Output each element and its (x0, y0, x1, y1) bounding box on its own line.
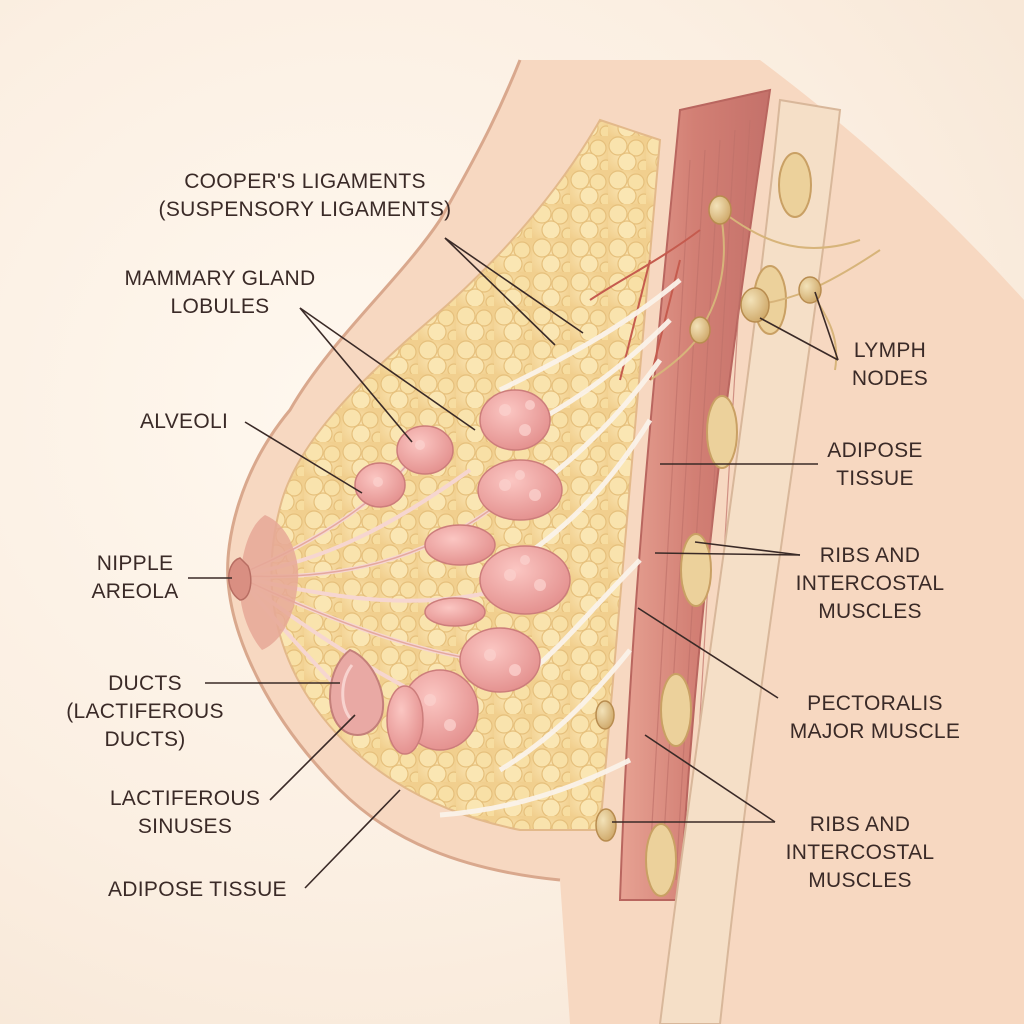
leader-lines (188, 237, 839, 889)
label-lymph-nodes: LYMPH NODES (835, 337, 945, 393)
label-alveoli: ALVEOLI (140, 408, 228, 436)
sinuses-line2: SINUSES (137, 815, 233, 838)
rib-column (658, 98, 842, 1024)
lymph-line2: NODES (851, 367, 929, 390)
mammary-line2: LOBULES (170, 295, 270, 318)
areola (239, 515, 299, 650)
ribs-upper-line1: RIBS AND (819, 544, 921, 567)
label-nipple-areola: NIPPLE AREOLA (80, 550, 190, 606)
pectoralis-line2: MAJOR MUSCLE (789, 720, 961, 743)
label-adipose-tissue-right: ADIPOSE TISSUE (810, 437, 940, 493)
ducts-line3: DUCTS) (104, 728, 186, 751)
nipple (228, 557, 252, 601)
mammary-lobules (354, 389, 571, 755)
label-adipose-tissue-bottom: ADIPOSE TISSUE (108, 876, 287, 904)
sinuses-line1: LACTIFEROUS (109, 787, 261, 810)
label-mammary-gland-lobules: MAMMARY GLAND LOBULES (95, 265, 345, 321)
adipose-bottom-line1: ADIPOSE TISSUE (108, 878, 287, 901)
ducts-line2: (LACTIFEROUS (66, 700, 224, 723)
ribs-upper-line3: MUSCLES (818, 600, 922, 623)
mammary-line1: MAMMARY GLAND (124, 267, 316, 290)
alveoli-texture (373, 400, 546, 731)
ribs-lower-line1: RIBS AND (809, 813, 911, 836)
ducts-line1: DUCTS (108, 672, 182, 695)
label-coopers-ligaments: COOPER'S LIGAMENTS (SUSPENSORY LIGAMENTS… (140, 168, 470, 224)
ribs-upper-line2: INTERCOSTAL (795, 572, 945, 595)
nipple-line1: NIPPLE (96, 552, 174, 575)
pectoralis-line1: PECTORALIS (807, 692, 943, 715)
lymph-nodes (595, 195, 822, 842)
rib-segments (645, 152, 812, 897)
label-ducts: DUCTS (LACTIFEROUS DUCTS) (65, 670, 225, 754)
adipose-right-line1: ADIPOSE (827, 439, 923, 462)
ribs-lower-line2: INTERCOSTAL (785, 841, 935, 864)
coopers-line2: (SUSPENSORY LIGAMENTS) (158, 198, 452, 221)
label-ribs-intercostal-lower: RIBS AND INTERCOSTAL MUSCLES (770, 811, 950, 895)
coopers-line1: COOPER'S LIGAMENTS (184, 170, 426, 193)
label-pectoralis-major: PECTORALIS MAJOR MUSCLE (775, 690, 975, 746)
lymph-line1: LYMPH (853, 339, 927, 362)
label-lactiferous-sinuses: LACTIFEROUS SINUSES (95, 785, 275, 841)
label-ribs-intercostal-upper: RIBS AND INTERCOSTAL MUSCLES (780, 542, 960, 626)
alveoli-line1: ALVEOLI (140, 410, 229, 433)
adipose-right-line2: TISSUE (836, 467, 914, 490)
ribs-lower-line3: MUSCLES (808, 869, 912, 892)
nipple-line2: AREOLA (91, 580, 179, 603)
lactiferous-sinus (329, 648, 385, 736)
